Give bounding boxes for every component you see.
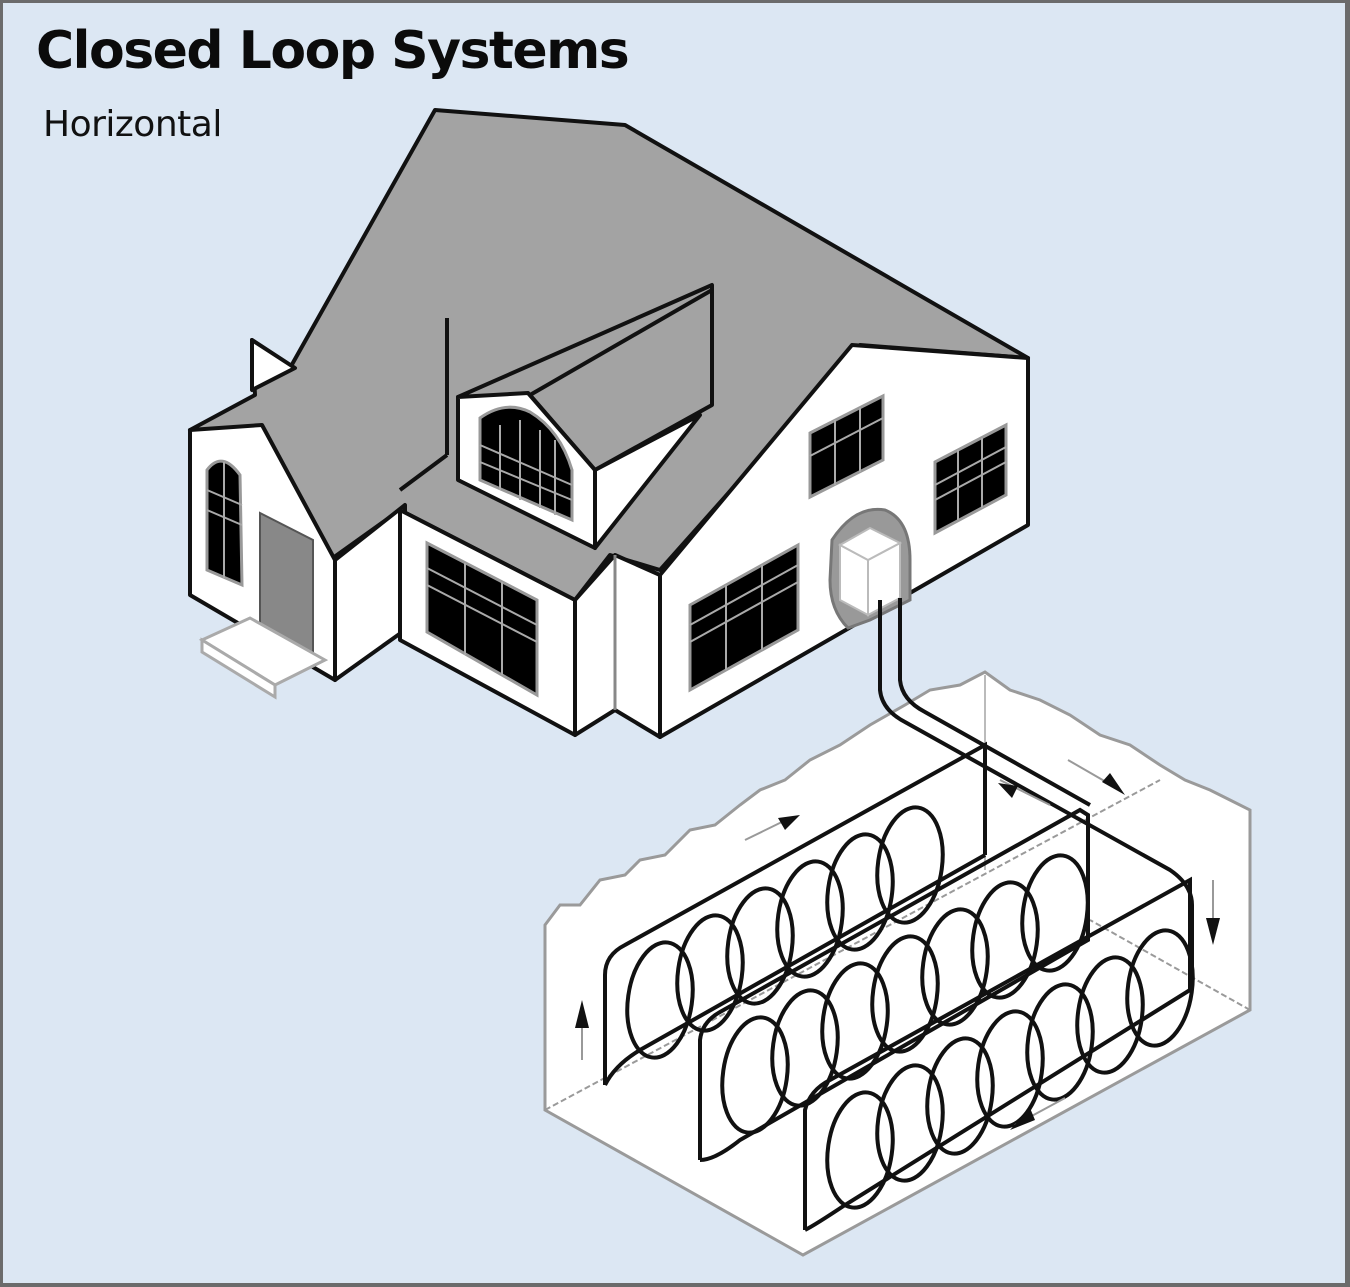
coil-loop <box>875 1063 945 1183</box>
ground-trench <box>543 670 1252 1257</box>
window-right-upper-1 <box>808 393 885 500</box>
coil-loop <box>720 1015 790 1135</box>
flow-arrow-down-right <box>1067 759 1125 795</box>
trench-block <box>543 670 1252 1257</box>
coil-loop <box>1025 982 1095 1102</box>
dormer-side <box>593 413 702 550</box>
window-right-upper-2 <box>933 422 1008 536</box>
loop-row-front <box>803 876 1192 1232</box>
flow-arrow-down <box>1206 880 1220 945</box>
upper-notch-wall <box>250 338 297 392</box>
coil-loop <box>725 886 795 1006</box>
coil-loop <box>925 1036 995 1156</box>
flow-arrows <box>575 759 1220 1130</box>
coil-loop <box>920 907 990 1027</box>
dormer-ridge <box>529 288 713 397</box>
flow-arrow-left <box>1010 1097 1066 1130</box>
windows <box>198 393 1008 700</box>
flow-arrow-down-left <box>998 779 1051 806</box>
heat-pump-box-top <box>837 526 903 562</box>
coil-loop <box>970 880 1040 1000</box>
heat-pump-unit <box>828 507 912 630</box>
loop-row-middle <box>698 807 1090 1162</box>
window-bay <box>425 540 539 698</box>
flow-arrow-up <box>575 1000 589 1060</box>
coil-loop <box>625 940 695 1060</box>
pipe-return <box>898 598 1091 807</box>
diagram-subtitle: Horizontal <box>43 104 222 145</box>
coil-loop <box>825 832 895 952</box>
coil-loop <box>875 805 945 925</box>
diagram-title: Closed Loop Systems <box>36 21 630 81</box>
coil-loop <box>825 1090 895 1210</box>
coil-loop <box>1125 928 1195 1048</box>
house <box>188 108 1030 739</box>
loop-rails <box>603 741 1192 1232</box>
coil-loop <box>775 859 845 979</box>
window-dormer-arched <box>478 405 574 523</box>
flow-arrow-up-left <box>744 815 800 841</box>
coil-loop <box>975 1009 1045 1129</box>
roof-valley-line <box>398 453 449 492</box>
loop-row-back <box>603 741 987 1086</box>
